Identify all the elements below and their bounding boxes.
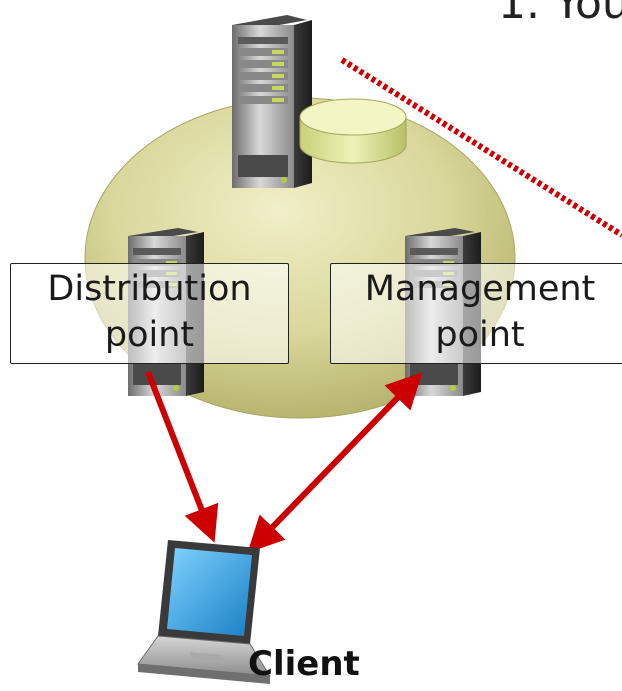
distribution-point-label-line2: point	[104, 315, 195, 355]
site-server-icon	[232, 15, 312, 188]
dp-to-client-arrow	[145, 370, 219, 543]
dotted-connection-line	[340, 57, 622, 238]
database-icon	[299, 98, 407, 164]
client-label: Client	[248, 644, 360, 684]
management-point-label: Management point	[330, 263, 622, 364]
management-point-label-line1: Management	[364, 269, 596, 309]
distribution-point-label: Distribution point	[10, 263, 289, 364]
laptop-icon	[137, 540, 271, 684]
headline-text: 1. You	[498, 0, 622, 29]
distribution-point-label-line1: Distribution	[47, 269, 252, 309]
management-point-label-line2: point	[435, 315, 525, 355]
mp-client-arrow	[247, 372, 423, 553]
